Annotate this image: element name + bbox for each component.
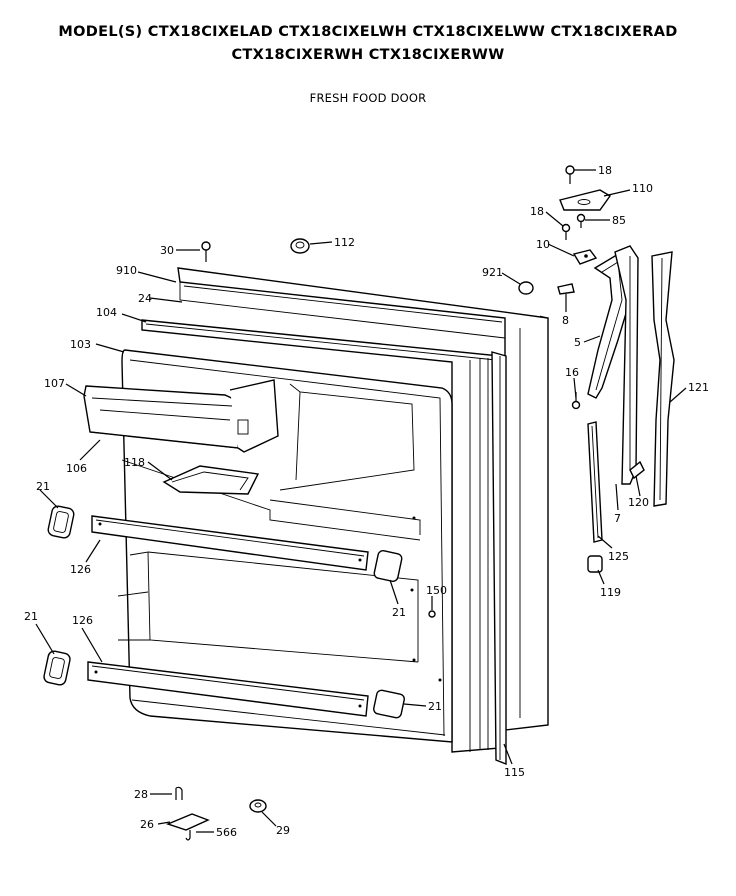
door-handle-trim-strip	[491, 351, 507, 766]
callout-7: 7	[614, 512, 621, 525]
callout-5: 5	[574, 336, 581, 349]
callout-110: 110	[632, 182, 653, 195]
callout-120: 120	[628, 496, 649, 509]
hinge-parts	[559, 189, 639, 485]
section-title: FRESH FOOD DOOR	[309, 91, 427, 105]
callout-numbers: 18 110 18 85 10 30 112 910 921 24 8 104 …	[24, 164, 709, 839]
callout-21: 21	[392, 606, 406, 619]
egg-tray	[162, 465, 260, 495]
model-list-line-1: MODEL(S) CTX18CIXELAD CTX18CIXELWH CTX18…	[58, 24, 678, 40]
callout-125: 125	[608, 550, 629, 563]
callout-18: 18	[598, 164, 612, 177]
callout-106: 106	[66, 462, 87, 475]
callout-921: 921	[482, 266, 503, 279]
callout-29: 29	[276, 824, 290, 837]
callout-119: 119	[600, 586, 621, 599]
callout-150: 150	[426, 584, 447, 597]
callout-107: 107	[44, 377, 65, 390]
callout-104: 104	[96, 306, 117, 319]
model-list-line-2: CTX18CIXERWH CTX18CIXERWW	[231, 47, 505, 63]
callout-112: 112	[334, 236, 355, 249]
callout-10: 10	[536, 238, 550, 251]
callout-24: 24	[138, 292, 152, 305]
small-hardware	[166, 165, 645, 841]
callout-26: 26	[140, 818, 154, 831]
callout-126: 126	[70, 563, 91, 576]
callout-118: 118	[124, 456, 145, 469]
dairy-compartment	[83, 379, 279, 453]
callout-115: 115	[504, 766, 525, 779]
callout-910: 910	[116, 264, 137, 277]
upper-door-shelf-bar	[91, 515, 369, 571]
callout-103: 103	[70, 338, 91, 351]
callout-30: 30	[160, 244, 174, 257]
callout-21: 21	[428, 700, 442, 713]
callout-566: 566	[216, 826, 237, 839]
callout-8: 8	[562, 314, 569, 327]
callout-126: 126	[72, 614, 93, 627]
callout-18: 18	[530, 205, 544, 218]
callout-121: 121	[688, 381, 709, 394]
handle-bracket	[587, 421, 603, 543]
shelf-end-caps	[43, 505, 405, 719]
callout-85: 85	[612, 214, 626, 227]
trim-strip	[651, 251, 675, 507]
callout-21: 21	[24, 610, 38, 623]
lower-door-shelf-bar	[87, 661, 369, 717]
callout-16: 16	[565, 366, 579, 379]
callout-28: 28	[134, 788, 148, 801]
leader-lines	[35, 169, 687, 833]
callout-21: 21	[36, 480, 50, 493]
